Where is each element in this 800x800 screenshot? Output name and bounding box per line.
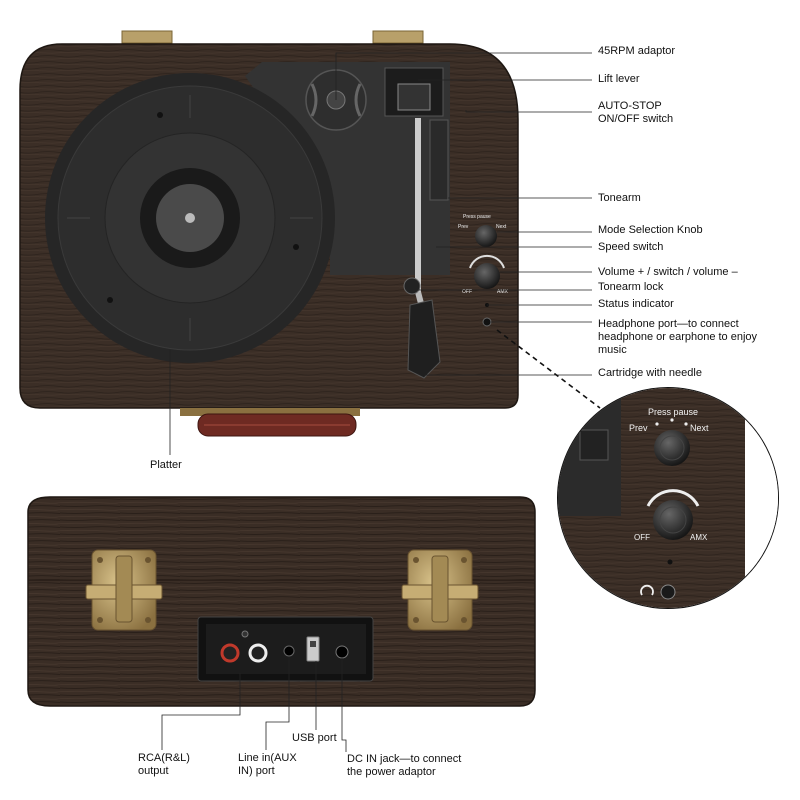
label-rca-output: RCA(R&L) output xyxy=(138,752,190,778)
mode-knob-zoom xyxy=(654,430,690,466)
label-lift-lever: Lift lever xyxy=(598,73,640,85)
label-headphone-port: Headphone port—to connect headphone or e… xyxy=(598,318,757,357)
zoom-amx: AMX xyxy=(690,533,708,542)
label-headphone-line2: headphone or earphone to enjoy xyxy=(598,331,758,343)
small-off: OFF xyxy=(462,289,472,295)
zoom-detail: Press pause Prev Next OFF AMX xyxy=(557,387,779,609)
zoom-press-pause: Press pause xyxy=(648,407,698,417)
leader-lines-bottom xyxy=(161,657,347,752)
label-line-in: Line in(AUX IN) port xyxy=(238,752,297,778)
small-next: Next xyxy=(496,224,507,230)
label-headphone-line1: Headphone port—to connect xyxy=(598,318,739,330)
label-rca-line2: output xyxy=(138,765,169,777)
zoom-next: Next xyxy=(690,423,709,433)
label-45rpm-adaptor: 45RPM adaptor xyxy=(598,45,676,57)
front-view-turntable xyxy=(27,496,536,707)
label-mode-selection-knob: Mode Selection Knob xyxy=(598,224,703,236)
label-auto-stop-line2: ON/OFF switch xyxy=(598,113,674,125)
label-volume: Volume + / switch / volume – xyxy=(598,266,738,278)
zoom-link xyxy=(496,329,601,409)
label-auto-stop-line1: AUTO-STOP xyxy=(598,100,662,112)
label-line-in-line2: IN) port xyxy=(238,765,275,777)
cartridge xyxy=(407,299,441,379)
label-line-in-line1: Line in(AUX xyxy=(238,752,297,764)
label-speed-switch: Speed switch xyxy=(598,241,664,253)
headphone-icon xyxy=(640,584,654,596)
label-auto-stop: AUTO-STOP ON/OFF switch xyxy=(598,100,673,126)
label-tonearm-lock: Tonearm lock xyxy=(598,281,664,293)
leader-lines-top xyxy=(169,52,592,455)
label-usb-line1: USB port xyxy=(292,732,337,744)
small-prev: Prev xyxy=(458,224,469,230)
hinge-right xyxy=(372,30,424,44)
label-status-indicator: Status indicator xyxy=(598,298,674,310)
label-dc-in-line1: DC IN jack—to connect xyxy=(347,753,462,765)
case-front xyxy=(27,496,536,707)
latch-right xyxy=(401,549,479,631)
label-rca-line1: RCA(R&L) xyxy=(138,752,190,764)
latch-left xyxy=(85,549,163,631)
label-dc-in-line2: the power adaptor xyxy=(347,766,436,778)
small-press-pause: Press pause xyxy=(463,214,491,220)
label-tonearm: Tonearm xyxy=(598,192,641,204)
aux-jack xyxy=(283,645,295,657)
small-amx: AMX xyxy=(497,289,509,295)
label-platter: Platter xyxy=(150,459,182,471)
usb-port xyxy=(306,636,320,662)
volume-knob-zoom xyxy=(653,500,693,540)
volume-knob-small xyxy=(474,263,500,289)
zoom-off: OFF xyxy=(634,533,650,542)
mode-knob-small xyxy=(475,225,497,247)
hinge-left xyxy=(121,30,173,44)
label-usb-port: USB port xyxy=(292,732,337,745)
rca-left-jack xyxy=(248,643,268,663)
zoom-prev: Prev xyxy=(629,423,648,433)
rca-right-jack xyxy=(220,643,240,663)
label-cartridge: Cartridge with needle xyxy=(598,367,702,379)
dc-jack xyxy=(335,645,349,659)
label-dc-in: DC IN jack—to connect the power adaptor xyxy=(347,753,461,779)
tonearm-lock xyxy=(403,277,421,295)
label-headphone-line3: music xyxy=(598,344,627,356)
